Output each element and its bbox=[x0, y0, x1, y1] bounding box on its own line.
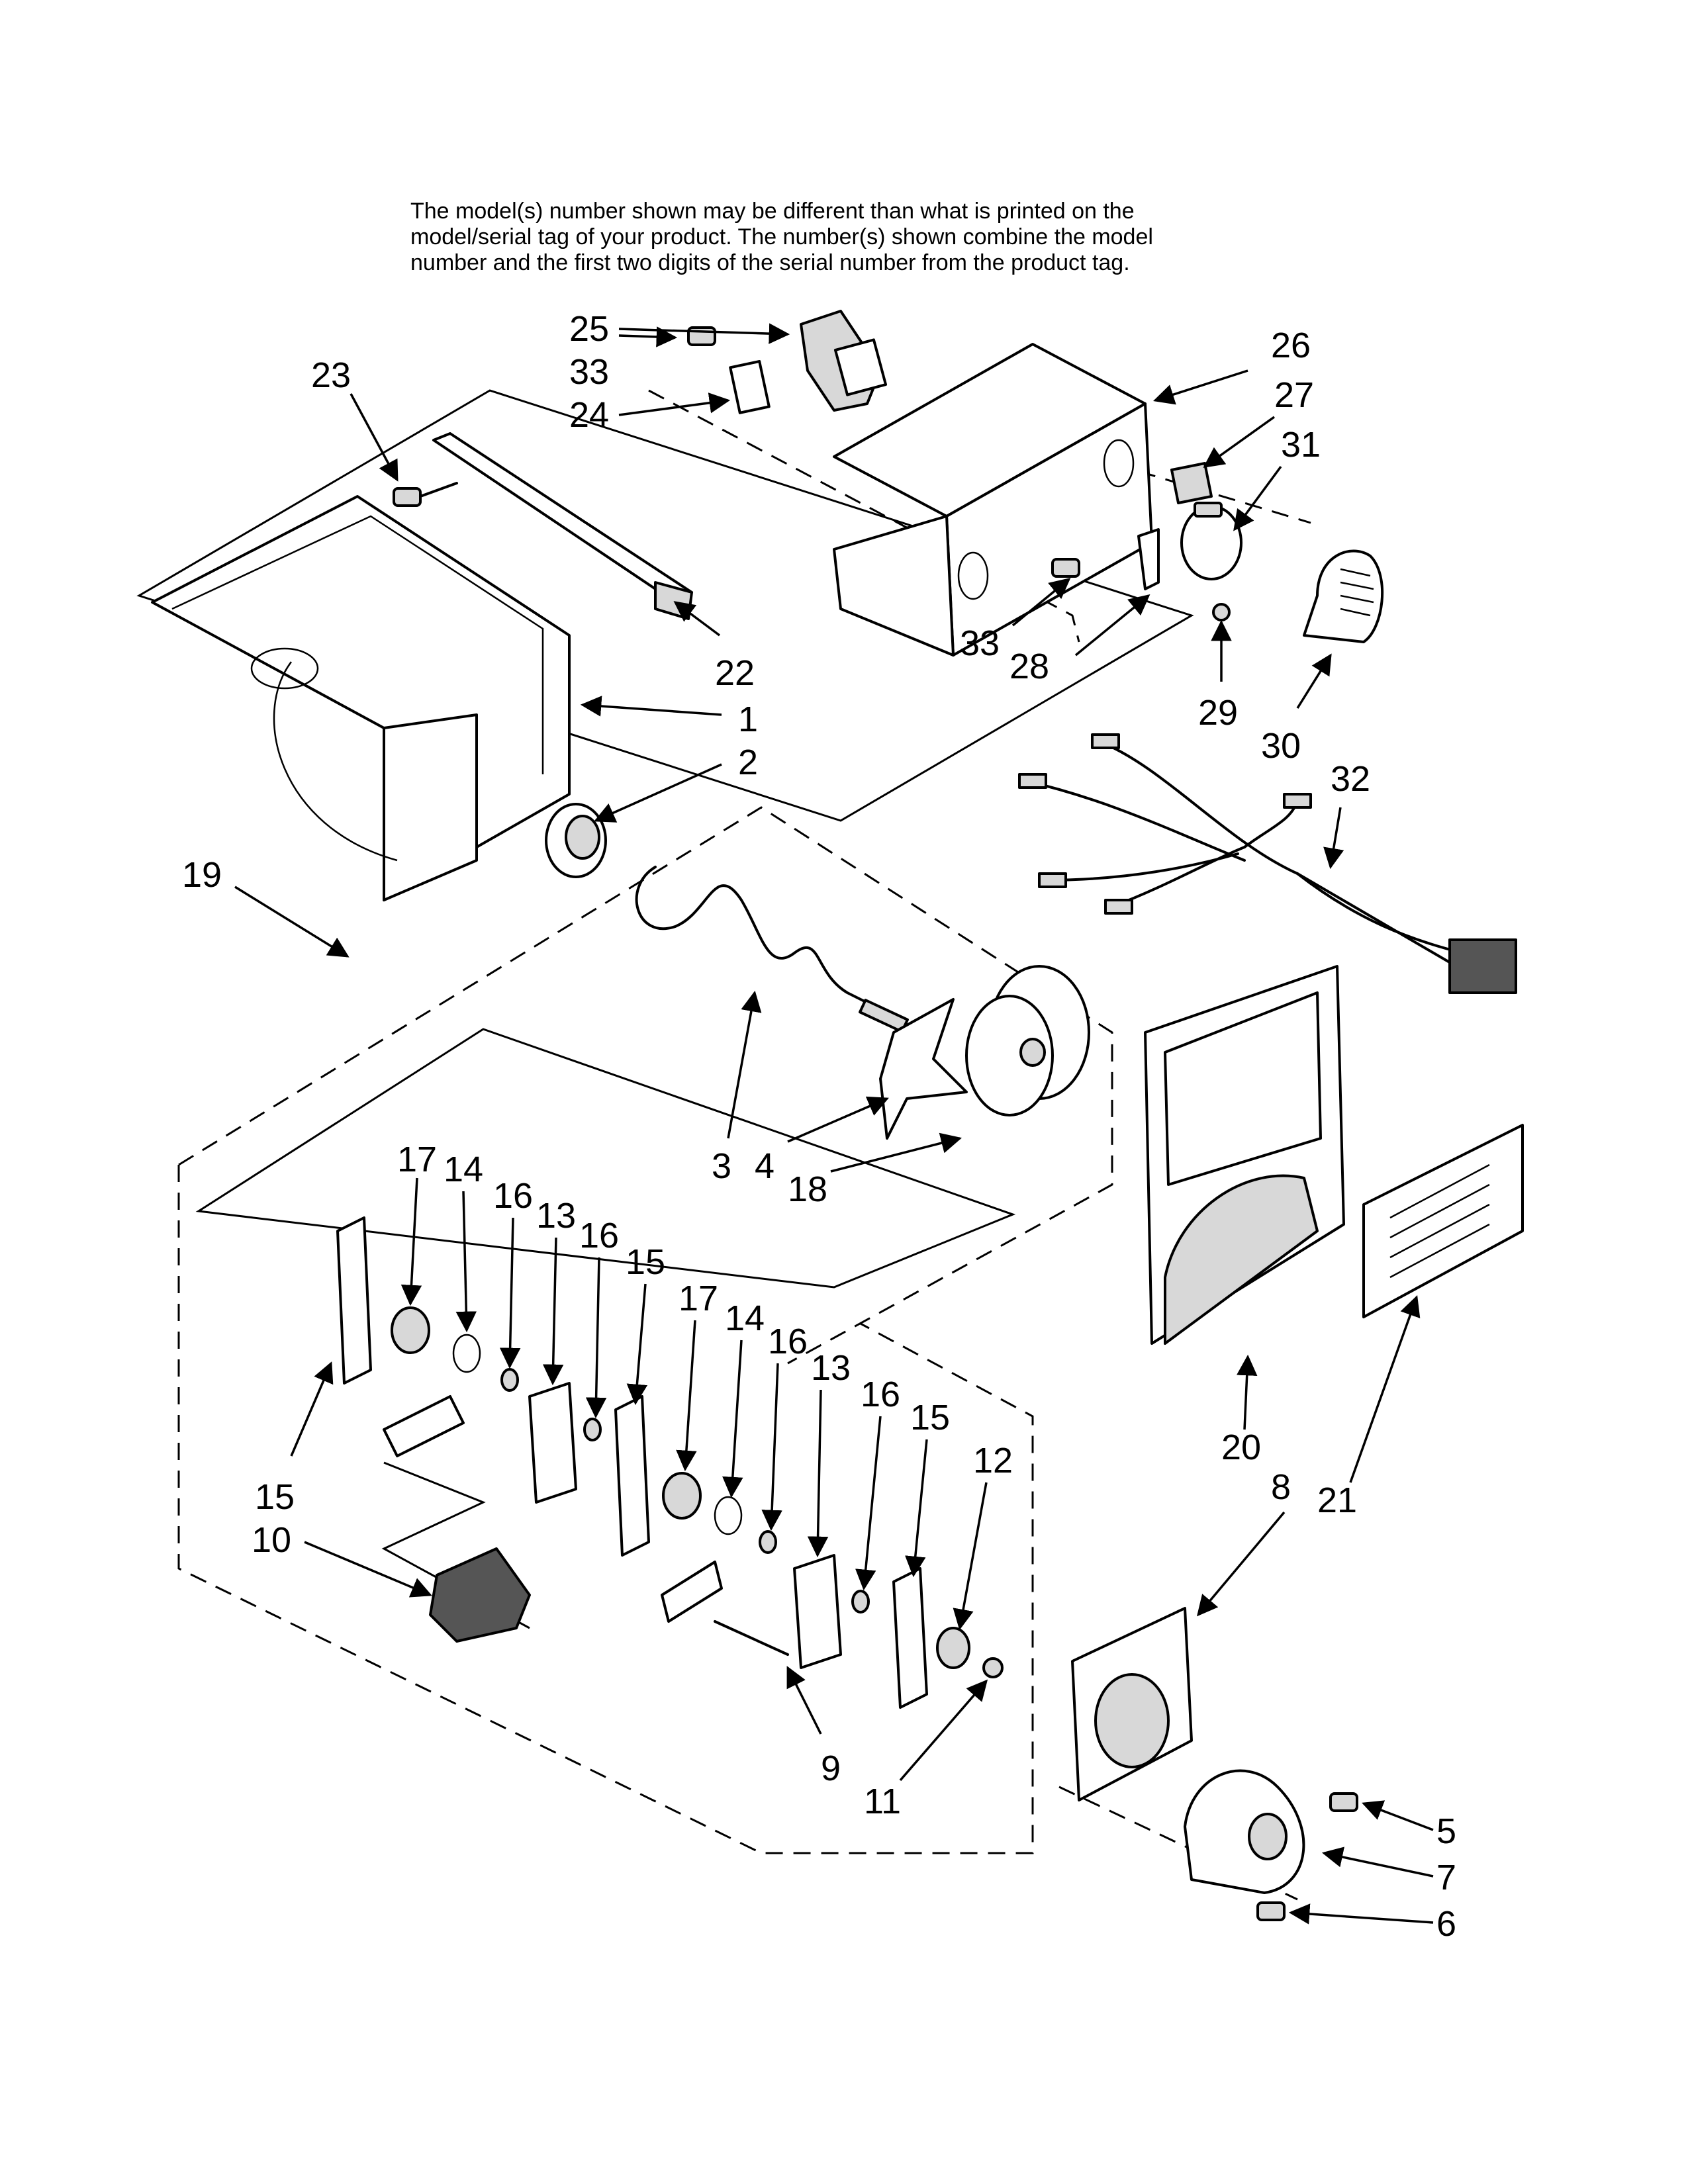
callout-15-left: 15 bbox=[255, 1477, 295, 1517]
socket-part bbox=[1170, 462, 1213, 504]
screw-part-33-bottom bbox=[1051, 558, 1080, 578]
spacer-part-12 bbox=[936, 1627, 970, 1669]
callout-9: 9 bbox=[821, 1749, 841, 1788]
callout-3: 3 bbox=[712, 1146, 731, 1186]
callout-12: 12 bbox=[973, 1441, 1013, 1480]
nut-part-29 bbox=[1212, 603, 1231, 621]
crusher-blades-outline bbox=[195, 1028, 1016, 1289]
callout-23: 23 bbox=[311, 355, 351, 395]
blade-part-13-left bbox=[528, 1382, 577, 1504]
callout-27: 27 bbox=[1274, 375, 1314, 415]
callout-18: 18 bbox=[788, 1169, 827, 1209]
disclaimer-note: The model(s) number shown may be differe… bbox=[410, 199, 1337, 276]
blade-part-13-right bbox=[793, 1554, 842, 1669]
fan-assembly-outline bbox=[1058, 1786, 1298, 1901]
blade-holders bbox=[383, 1395, 723, 1623]
callout-31: 31 bbox=[1281, 425, 1321, 465]
callout-10: 10 bbox=[252, 1520, 291, 1560]
callout-14-left: 14 bbox=[444, 1150, 483, 1189]
spacer-part-17-left bbox=[391, 1306, 430, 1354]
nut-part-11 bbox=[982, 1657, 1004, 1678]
callout-1: 1 bbox=[738, 700, 758, 739]
auger-assembly-outline bbox=[178, 806, 1113, 1365]
light-cover-part bbox=[1303, 549, 1384, 643]
callout-16-a: 16 bbox=[493, 1176, 533, 1216]
blade-part-15-left bbox=[336, 1216, 372, 1385]
bearing-part bbox=[545, 803, 607, 878]
callout-15-mid: 15 bbox=[626, 1242, 665, 1282]
callout-11: 11 bbox=[864, 1782, 901, 1821]
callout-15-right: 15 bbox=[910, 1398, 950, 1437]
clip-part-28 bbox=[1137, 528, 1160, 590]
blade-part-15-mid bbox=[614, 1395, 650, 1557]
callout-5: 5 bbox=[1436, 1811, 1456, 1851]
screw-part-5 bbox=[1329, 1792, 1358, 1812]
bracket-part-24 bbox=[729, 359, 771, 414]
callout-4: 4 bbox=[755, 1146, 774, 1186]
callout-20: 20 bbox=[1221, 1428, 1261, 1467]
motor-part bbox=[800, 310, 888, 412]
drum-part bbox=[965, 965, 1090, 1116]
callout-30: 30 bbox=[1261, 726, 1301, 766]
callout-16-c: 16 bbox=[768, 1322, 808, 1361]
callout-16-d: 16 bbox=[861, 1375, 900, 1414]
callout-19: 19 bbox=[182, 855, 222, 895]
housing-part bbox=[833, 343, 1153, 657]
callout-16-b: 16 bbox=[579, 1216, 619, 1255]
callout-28: 28 bbox=[1009, 647, 1049, 686]
callout-14-mid: 14 bbox=[725, 1298, 765, 1338]
callout-33-top: 33 bbox=[569, 352, 609, 392]
callout-7: 7 bbox=[1436, 1858, 1456, 1897]
callout-32: 32 bbox=[1331, 759, 1370, 799]
motor-housing-outline bbox=[648, 389, 1080, 643]
callout-21: 21 bbox=[1317, 1480, 1357, 1520]
fan-cover-part-8 bbox=[1071, 1607, 1193, 1801]
callout-17-left: 17 bbox=[397, 1140, 437, 1179]
spacer-part-17-mid bbox=[662, 1472, 702, 1520]
ring-part-14-left bbox=[452, 1334, 481, 1373]
assembly-outlines bbox=[136, 389, 1311, 1901]
grille-part bbox=[1362, 1124, 1524, 1318]
screw-part-23 bbox=[393, 482, 458, 507]
callout-29: 29 bbox=[1198, 693, 1238, 733]
callout-26: 26 bbox=[1271, 326, 1311, 365]
callout-17-mid: 17 bbox=[679, 1279, 718, 1318]
dispenser-frame-part bbox=[1144, 965, 1345, 1345]
rail-part bbox=[432, 432, 693, 620]
ice-bin-assembly-outline bbox=[136, 389, 1194, 822]
bulb-part bbox=[1180, 502, 1243, 580]
impeller-part bbox=[879, 998, 968, 1140]
callout-25: 25 bbox=[569, 309, 609, 349]
leader-lines bbox=[234, 323, 1434, 1925]
shaft-part-9 bbox=[714, 1620, 789, 1656]
callout-13-right: 13 bbox=[811, 1348, 851, 1388]
ice-bin-part bbox=[151, 495, 571, 901]
auger-part bbox=[635, 866, 909, 1033]
ring-part-14-mid bbox=[714, 1496, 743, 1535]
wire-harness-part bbox=[1018, 733, 1517, 994]
callout-22: 22 bbox=[715, 653, 755, 693]
disclaimer-line-1: The model(s) number shown may be differe… bbox=[410, 199, 1135, 224]
callout-33-bottom: 33 bbox=[960, 623, 1000, 663]
blade-part-15-right bbox=[892, 1567, 928, 1709]
callout-8: 8 bbox=[1271, 1467, 1291, 1507]
callout-13-left: 13 bbox=[536, 1196, 576, 1236]
disclaimer-line-3: number and the first two digits of the s… bbox=[410, 250, 1130, 275]
fan-housing-part-7 bbox=[1184, 1769, 1305, 1894]
callout-24: 24 bbox=[569, 395, 609, 435]
washer-parts-16 bbox=[500, 1368, 870, 1614]
disclaimer-line-2: model/serial tag of your product. The nu… bbox=[410, 224, 1153, 250]
block-part-10 bbox=[429, 1547, 531, 1643]
screw-part-6 bbox=[1256, 1901, 1286, 1921]
crusher-assembly-outline bbox=[177, 1165, 1034, 1854]
callout-labels: 25 33 24 23 26 27 31 22 33 28 29 30 32 1… bbox=[182, 309, 1456, 1944]
callout-6: 6 bbox=[1436, 1904, 1456, 1944]
callout-2: 2 bbox=[738, 743, 758, 782]
